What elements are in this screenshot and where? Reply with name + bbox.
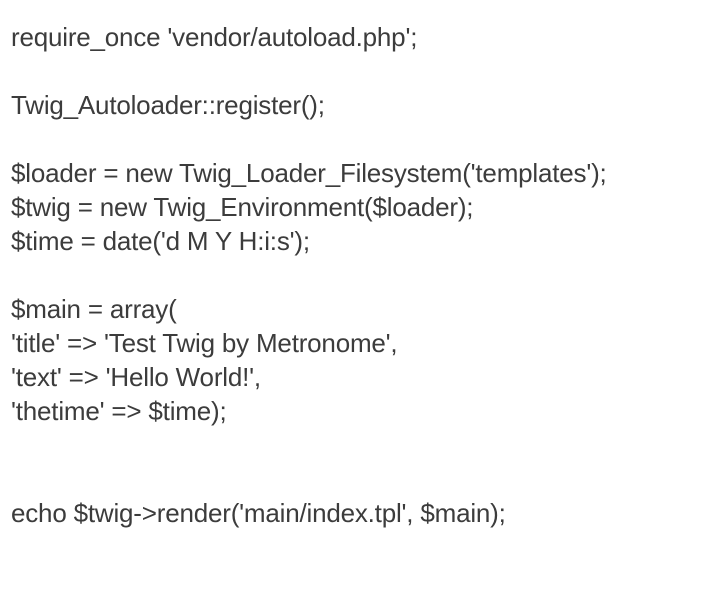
code-line-blank [11,122,720,156]
code-line-blank [11,258,720,292]
code-line: echo $twig->render('main/index.tpl', $ma… [11,498,506,528]
code-line: $main = array( [11,294,177,324]
code-line-blank [11,428,720,462]
code-line: require_once 'vendor/autoload.php'; [11,22,418,52]
code-block[interactable]: require_once 'vendor/autoload.php'; Twig… [11,20,720,530]
code-line: 'thetime' => $time); [11,396,227,426]
code-line-blank [11,54,720,88]
code-line: $loader = new Twig_Loader_Filesystem('te… [11,158,607,188]
code-line: Twig_Autoloader::register(); [11,90,325,120]
code-line-blank [11,462,720,496]
code-line: 'title' => 'Test Twig by Metronome', [11,328,398,358]
code-line: $time = date('d M Y H:i:s'); [11,226,310,256]
code-line: 'text' => 'Hello World!', [11,362,261,392]
code-line: $twig = new Twig_Environment($loader); [11,192,474,222]
